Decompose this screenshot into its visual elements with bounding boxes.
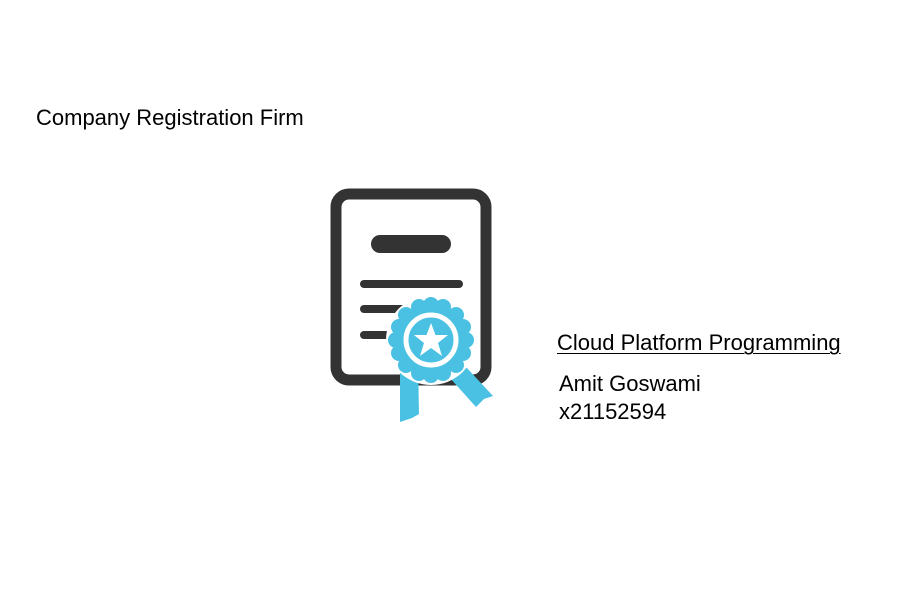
star-icon (414, 323, 448, 356)
page-title: Company Registration Firm (36, 105, 304, 130)
document-text-line (360, 280, 463, 288)
author-name: Amit Goswami (559, 371, 701, 396)
certificate-icon (330, 188, 493, 422)
course-title: Cloud Platform Programming (557, 330, 841, 355)
student-id: x21152594 (559, 399, 667, 424)
document-heading-line (371, 235, 451, 253)
